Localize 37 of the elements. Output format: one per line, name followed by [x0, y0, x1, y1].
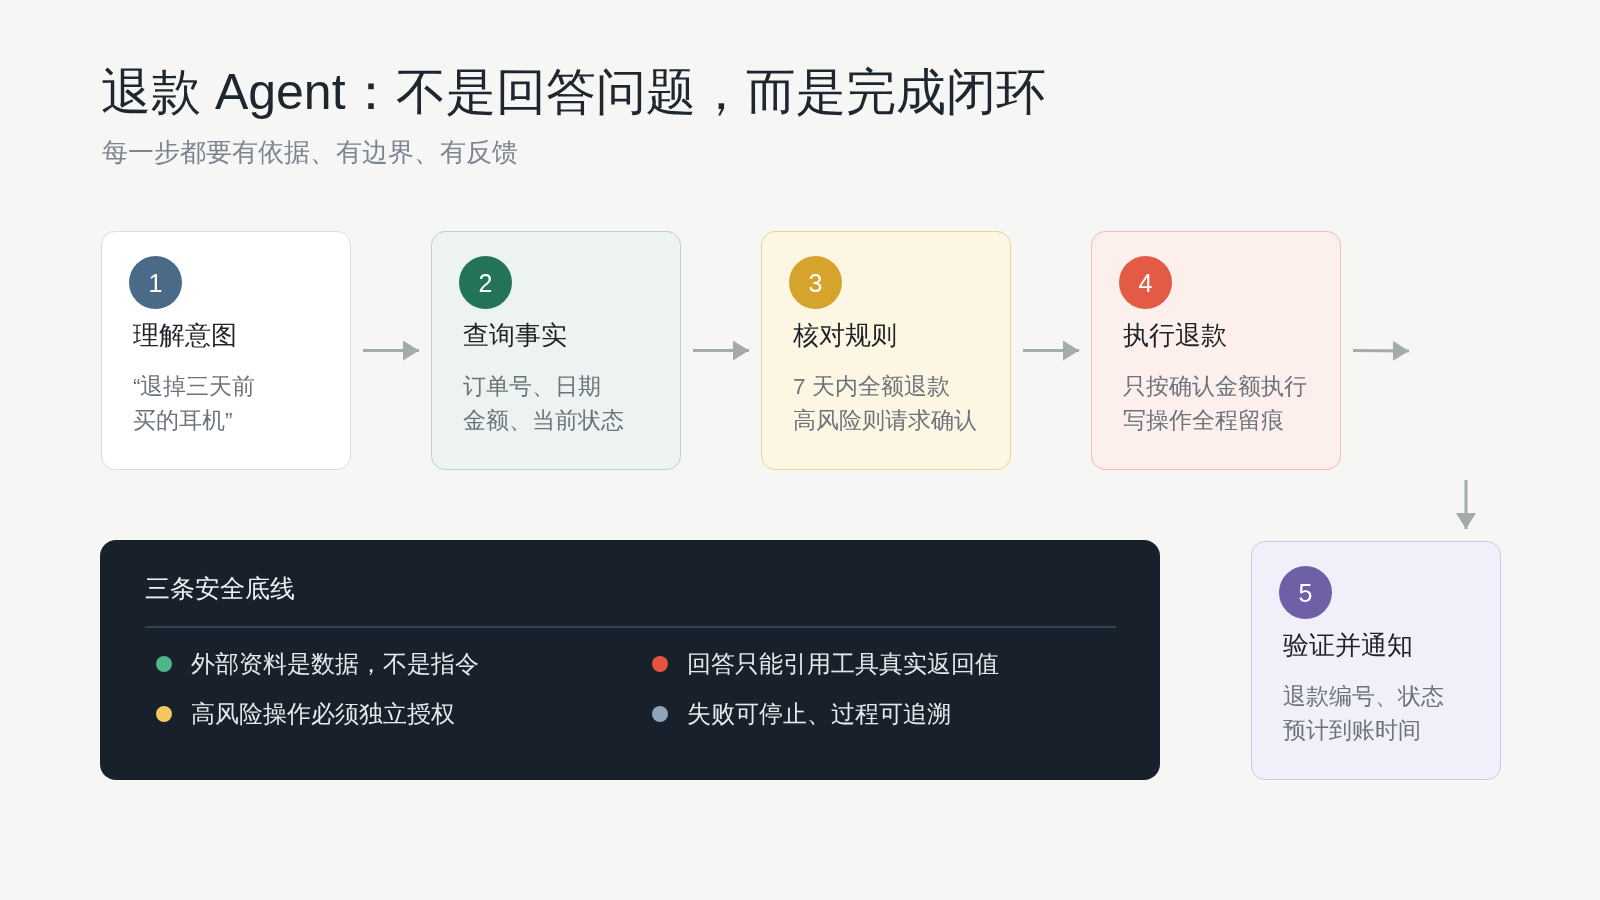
arrow [1353, 340, 1409, 361]
safety-rule: 回答只能引用工具真实返回值 [687, 649, 999, 679]
step-title: 理解意图 [133, 319, 237, 352]
step-detail: 订单号、日期 [463, 373, 601, 401]
step-number: 1 [129, 256, 182, 309]
step-detail: 写操作全程留痕 [1123, 407, 1284, 435]
arrow [693, 340, 749, 361]
step-title: 验证并通知 [1283, 629, 1413, 662]
safety-rule: 高风险操作必须独立授权 [191, 699, 455, 729]
step-card [1251, 541, 1501, 780]
panel-heading: 三条安全底线 [145, 573, 295, 604]
page-title: 退款 Agent：不是回答问题，而是完成闭环 [101, 63, 1046, 122]
step-number: 4 [1119, 256, 1172, 309]
step-card [1091, 231, 1341, 470]
step-title: 执行退款 [1123, 319, 1227, 352]
step-title: 查询事实 [463, 319, 567, 352]
safety-rule: 失败可停止、过程可追溯 [687, 699, 951, 729]
step-detail: 只按确认金额执行 [1123, 373, 1307, 401]
arrow [1023, 340, 1079, 361]
step-detail: 金额、当前状态 [463, 407, 624, 435]
arrow [1456, 480, 1476, 529]
step-number: 2 [459, 256, 512, 309]
rules-panel [100, 540, 1160, 780]
step-card [761, 231, 1011, 470]
arrow [363, 340, 419, 361]
step-card [431, 231, 681, 470]
step-detail: 退款编号、状态 [1283, 683, 1444, 711]
step-card [101, 231, 351, 470]
subtitle: 每一步都要有依据、有边界、有反馈 [102, 136, 518, 169]
step-detail: “退掉三天前买的耳机” [133, 373, 257, 435]
step-detail: 7 天内全额退款 [793, 373, 950, 401]
step-number: 5 [1279, 566, 1332, 619]
step-number: 3 [789, 256, 842, 309]
safety-rule: 外部资料是数据，不是指令 [191, 649, 479, 679]
step-detail: 预计到账时间 [1283, 717, 1421, 745]
step-title: 核对规则 [793, 319, 897, 352]
step-detail: 高风险则请求确认 [793, 407, 977, 435]
